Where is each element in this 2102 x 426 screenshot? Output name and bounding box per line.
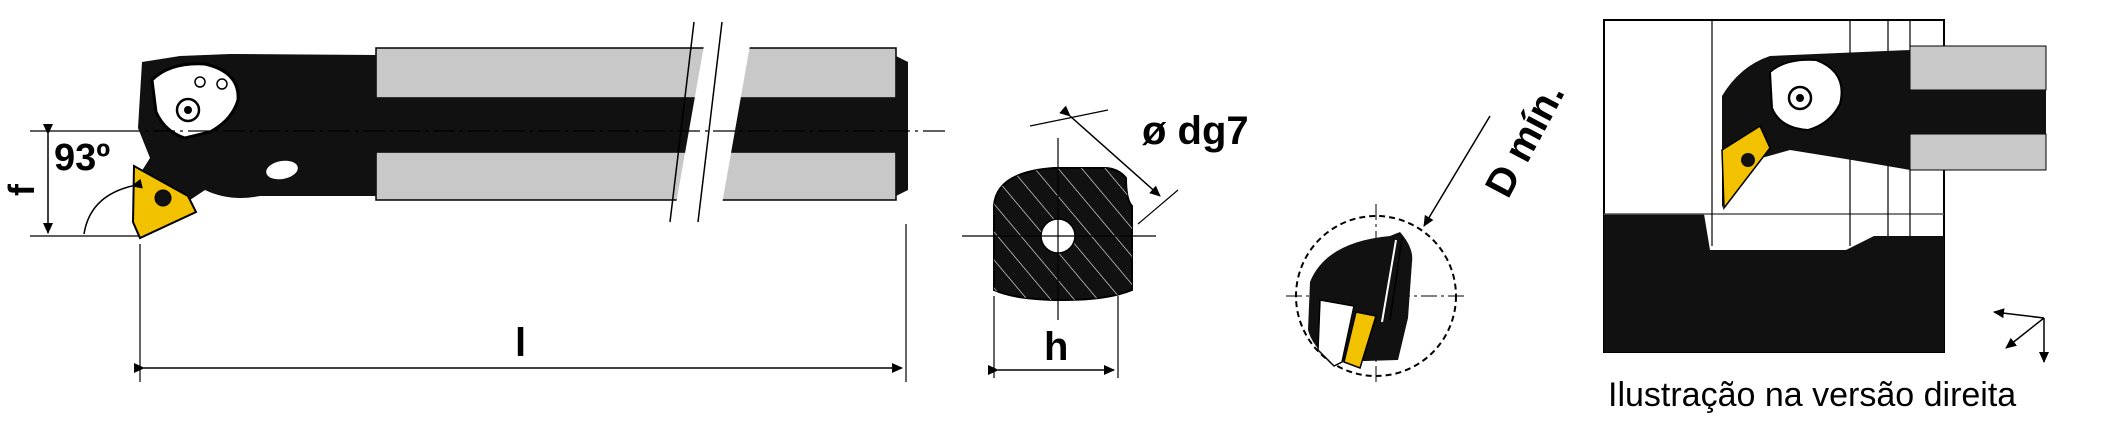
diameter-label: ø dg7 [1142, 109, 1249, 153]
length-label: l [515, 321, 526, 365]
min-bore-detail: D mín. [1286, 76, 1573, 384]
cross-section: ø dg7 h [962, 105, 1249, 378]
direction-arrows-icon [1993, 308, 2049, 363]
side-view: f 93º l [1, 21, 946, 382]
right-hand-illustration: Ilustração na versão direita [1603, 19, 2049, 414]
shank-lower-grey [375, 151, 897, 201]
f-label: f [1, 183, 42, 196]
shank-core [376, 98, 896, 152]
break-lines [669, 21, 755, 223]
caption: Ilustração na versão direita [1608, 376, 2016, 414]
min-bore-label: D mín. [1477, 76, 1573, 205]
shank-upper-grey [375, 47, 897, 99]
shank-end [896, 56, 908, 196]
right-insert [1721, 124, 1771, 211]
height-label: h [1044, 325, 1068, 369]
angle-label: 93º [54, 137, 110, 179]
workpiece [1604, 214, 1944, 352]
bore-insert [1343, 311, 1377, 369]
